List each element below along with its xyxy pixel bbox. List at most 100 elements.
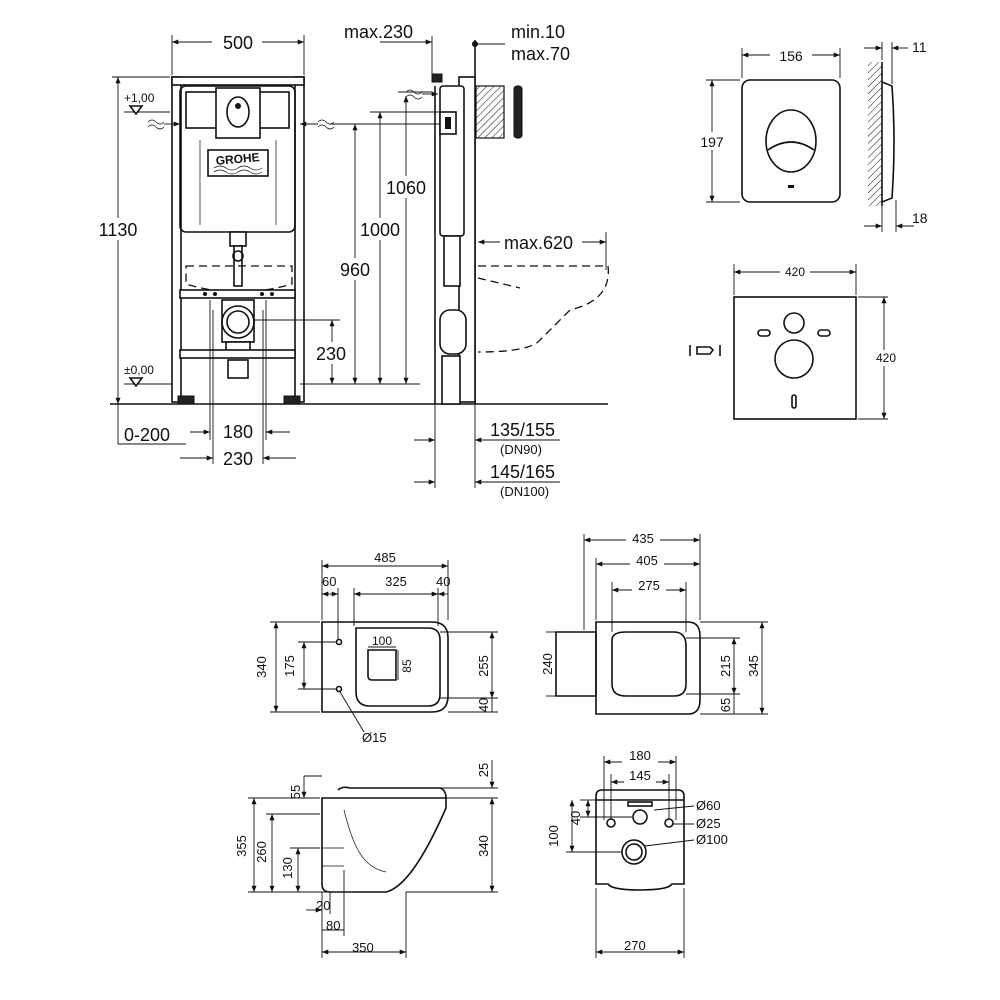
wc-back-outline <box>595 789 685 891</box>
brand-label: GROHE <box>215 150 260 168</box>
dim-frame-depth: max.230 <box>344 22 413 42</box>
wc-side-view: 25 340 55 355 260 130 20 80 350 <box>234 760 498 958</box>
side-waste <box>439 309 467 355</box>
dim-pipe-dn90: (DN90) <box>500 442 542 457</box>
bolt <box>213 292 217 296</box>
flush-plate-views: 156 197 11 18 <box>696 39 928 232</box>
tank-side <box>439 85 465 237</box>
dim-plate-min: min.10 <box>511 22 565 42</box>
dim-back-270: 270 <box>624 938 646 953</box>
dim-wcside-130: 130 <box>280 857 295 879</box>
wc-side-seat <box>337 786 447 799</box>
valve <box>445 117 451 129</box>
pad-slot <box>791 394 797 409</box>
bowl-side-dashed <box>477 265 609 353</box>
brand-wave-2 <box>213 169 263 175</box>
dim-pipe-145: 145/165 <box>490 462 555 482</box>
dim-plate-depth-bottom: 18 <box>912 210 928 226</box>
wc-side-outline <box>321 797 447 893</box>
seat-opening <box>611 631 687 697</box>
dim-back-hole-60: Ø60 <box>696 798 721 813</box>
frame-foot-right <box>283 395 301 405</box>
dim-back-180: 180 <box>629 748 651 763</box>
dim-outlet-height: 230 <box>316 344 346 364</box>
dim-back-hole-25: Ø25 <box>696 816 721 831</box>
flush-button-split <box>767 141 815 151</box>
frame-side-view: max.230 min.10 max.70 960 1000 1060 max.… <box>300 22 609 499</box>
pad-hole-large <box>774 339 814 379</box>
dim-mount-width: 230 <box>223 449 253 469</box>
seat-top-view: 435 405 275 240 215 345 65 <box>540 530 768 715</box>
dim-pad-width: 420 <box>785 265 805 279</box>
dim-wc-60: 60 <box>322 574 336 589</box>
actuator-plate <box>215 87 261 139</box>
dim-drain-depth: 85 <box>400 659 414 673</box>
mount-hole <box>335 638 343 646</box>
actuator-dot <box>235 103 241 109</box>
bowl-side-dashed <box>477 277 521 289</box>
dim-floor-offset: 0-200 <box>124 425 170 445</box>
dim-back-145: 145 <box>629 768 651 783</box>
dim-back-100: 100 <box>546 825 561 847</box>
level-floor-label: ±0,00 <box>124 363 154 377</box>
bolt <box>270 292 274 296</box>
dim-pipe-dn100: (DN100) <box>500 484 549 499</box>
dim-wcside-55: 55 <box>288 785 303 799</box>
plate-mount-section <box>475 85 505 139</box>
outlet-neck <box>229 231 247 247</box>
waste-pipe-ring <box>221 305 255 339</box>
dim-wc-175: 175 <box>282 655 297 677</box>
brand-wave <box>213 165 263 171</box>
dim-wcside-340: 340 <box>476 835 491 857</box>
pad-slot <box>757 329 771 337</box>
wc-side-bowl <box>343 809 387 873</box>
dim-wc-255: 255 <box>476 655 491 677</box>
dim-seat-215: 215 <box>718 655 733 677</box>
dim-seat-435: 435 <box>632 531 654 546</box>
back-outlet-inner <box>625 843 643 861</box>
dim-wcside-80: 80 <box>326 918 340 933</box>
dim-960: 960 <box>340 260 370 280</box>
flush-plate-outline <box>741 79 841 203</box>
dim-seat-275: 275 <box>638 578 660 593</box>
dim-wcside-260: 260 <box>254 841 269 863</box>
screw <box>696 346 715 355</box>
dim-max-620: max.620 <box>504 233 573 253</box>
sound-pad-view: 420 420 <box>689 264 900 420</box>
pad-slot <box>817 329 831 337</box>
plate-side <box>513 85 523 139</box>
dim-frame-height: 1130 <box>99 220 138 240</box>
coupling <box>431 73 443 83</box>
dim-1000: 1000 <box>360 220 400 240</box>
dim-bolt-spacing: 180 <box>223 422 253 442</box>
frame-cross-bar <box>179 289 296 299</box>
frame-bottom-bar <box>179 349 296 359</box>
bolt <box>260 292 264 296</box>
dim-back-40: 40 <box>568 811 583 825</box>
dim-1060: 1060 <box>386 178 426 198</box>
side-waste-bottom <box>441 355 461 405</box>
back-inlet <box>632 809 648 825</box>
frame-top-bar <box>171 76 305 86</box>
flush-button <box>765 109 817 173</box>
water-inlet-right <box>317 119 335 130</box>
plate-logo <box>788 185 794 188</box>
dim-plate-max: max.70 <box>511 44 570 64</box>
wc-top-rim <box>355 627 441 707</box>
outlet-joint <box>232 250 244 262</box>
dim-wc-340: 340 <box>254 656 269 678</box>
seat-outline <box>595 621 701 715</box>
dim-pad-height: 420 <box>876 351 896 365</box>
waste-pipe-bottom <box>227 359 249 379</box>
wc-top-outline <box>321 621 449 713</box>
back-mount-hole <box>606 818 616 828</box>
side-pipe <box>443 235 461 287</box>
wc-top-view: 485 60 325 40 100 85 340 175 255 40 <box>254 548 498 745</box>
dim-wcside-350: 350 <box>352 940 374 955</box>
dim-seat-345: 345 <box>746 655 761 677</box>
back-mount-hole <box>664 818 674 828</box>
wc-back-view: 180 145 40 100 Ø60 Ø25 Ø100 270 <box>546 748 728 958</box>
dim-plate-height: 197 <box>700 134 724 150</box>
bolt <box>203 292 207 296</box>
